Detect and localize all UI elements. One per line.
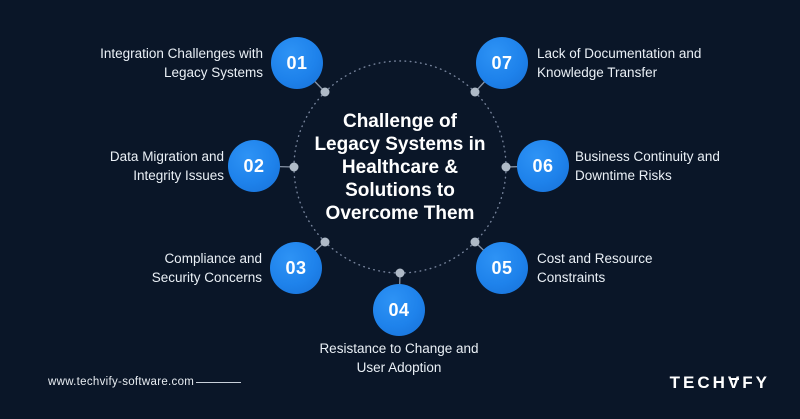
diagram-title: Challenge of Legacy Systems in Healthcar… xyxy=(314,110,486,224)
step-label-07: Lack of Documentation and Knowledge Tran… xyxy=(537,45,702,80)
connector-dot-07 xyxy=(470,87,480,97)
step-label-05: Cost and Resource Constraints xyxy=(537,250,653,285)
connector-dot-04 xyxy=(395,268,405,278)
logo-v-glyph: V xyxy=(727,373,743,392)
step-circle-05: 05 xyxy=(476,242,528,294)
step-circle-07: 07 xyxy=(476,37,528,89)
connector-dot-06 xyxy=(501,162,511,172)
step-circle-03: 03 xyxy=(270,242,322,294)
website-url: www.techvify-software.com xyxy=(48,376,195,388)
connector-dot-02 xyxy=(289,162,299,172)
techvify-logo: TECHVFY xyxy=(670,373,770,393)
step-circle-01: 01 xyxy=(271,37,323,89)
step-circle-06: 06 xyxy=(517,140,569,192)
step-circle-04: 04 xyxy=(373,284,425,336)
connector-dots xyxy=(289,87,511,278)
step-label-02: Data Migration and Integrity Issues xyxy=(109,148,224,183)
step-label-04: Resistance to Change and User Adoption xyxy=(319,340,479,375)
footer-divider-line xyxy=(196,382,241,383)
connector-dot-03 xyxy=(320,237,330,247)
step-label-03: Compliance and Security Concerns xyxy=(151,250,262,285)
logo-text-right: FY xyxy=(742,373,770,392)
logo-text-left: TECH xyxy=(669,373,728,392)
step-label-01: Integration Challenges with Legacy Syste… xyxy=(100,45,263,80)
connector-dot-01 xyxy=(320,87,330,97)
connector-dot-05 xyxy=(470,237,480,247)
step-circle-02: 02 xyxy=(228,140,280,192)
step-label-06: Business Continuity and Downtime Risks xyxy=(575,148,720,183)
